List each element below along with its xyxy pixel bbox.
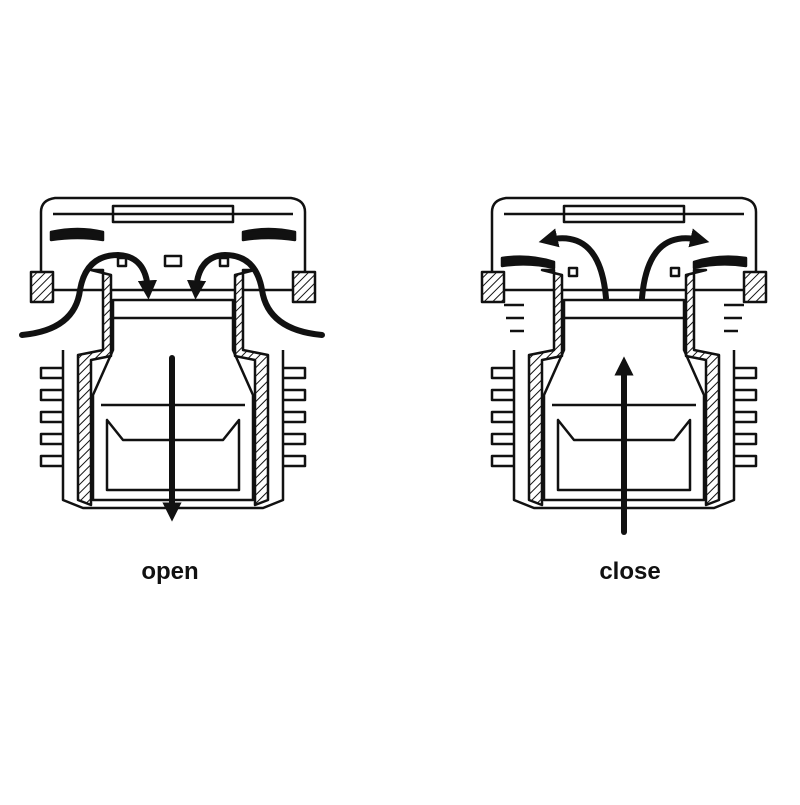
seal-left (49, 227, 105, 242)
fins-right (734, 366, 758, 468)
open-flow-arrows (19, 251, 325, 522)
nub-right (218, 256, 230, 268)
cap-top-block (562, 204, 686, 224)
inner-plug (91, 298, 255, 502)
flow-arrow-up-left (538, 228, 609, 301)
fins-left (39, 366, 63, 468)
cap-rim-left (29, 270, 55, 304)
flow-arrow-right (186, 251, 325, 338)
fins-left (490, 366, 514, 468)
flow-arrow-up-right (639, 228, 710, 301)
nub-center (163, 254, 183, 268)
inner-plug (542, 298, 706, 502)
seal-right (692, 255, 748, 270)
plug-step (556, 418, 692, 492)
cap-rim-right (291, 270, 317, 304)
caption-close: close (599, 558, 661, 585)
caption-open: open (141, 558, 199, 585)
cap-top-block (111, 204, 235, 224)
seal-right (241, 227, 297, 242)
close-flow-arrows (538, 228, 710, 535)
upper-fins (504, 303, 744, 333)
nub-left (567, 266, 579, 278)
valve-cap (39, 196, 307, 292)
cap-rim-left (480, 270, 506, 304)
plug-step (105, 418, 241, 492)
flow-arrow-left (19, 251, 158, 338)
valve-cap (490, 196, 758, 292)
nub-right (669, 266, 681, 278)
body-wall-right (233, 268, 270, 507)
body-wall-left (527, 268, 564, 507)
seal-left (500, 255, 556, 270)
cap-rim-right (742, 270, 768, 304)
body-wall-left (76, 268, 113, 507)
fins-right (283, 366, 307, 468)
valve-close (480, 196, 768, 510)
valve-open (29, 196, 317, 510)
nub-left (116, 256, 128, 268)
body-wall-right (684, 268, 721, 507)
